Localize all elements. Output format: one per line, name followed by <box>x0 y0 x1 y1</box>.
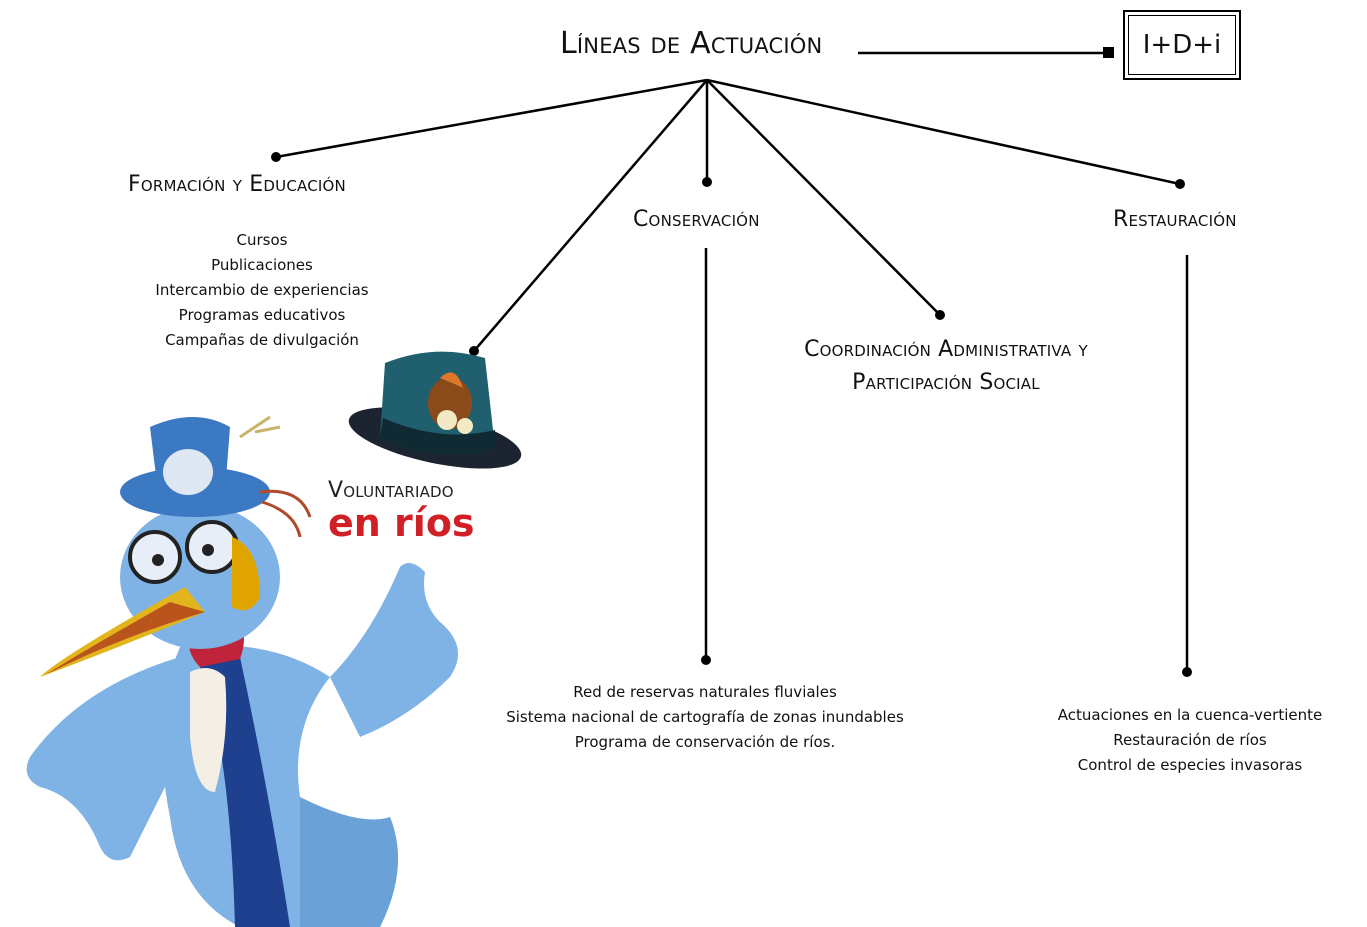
list-item: Programas educativos <box>178 306 346 324</box>
list-item: Cursos <box>236 231 288 249</box>
idi-label: I+D+i <box>1128 15 1236 75</box>
branch-restauracion-title: Restauración <box>1113 207 1237 232</box>
formacion-items: Cursos Publicaciones Intercambio de expe… <box>144 228 380 353</box>
list-item: Sistema nacional de cartografía de zonas… <box>506 708 904 726</box>
list-item: Campañas de divulgación <box>165 331 359 349</box>
list-item: Publicaciones <box>211 256 313 274</box>
list-item: Intercambio de experiencias <box>155 281 369 299</box>
logo-line1: Voluntariado <box>328 478 454 503</box>
list-item: Restauración de ríos <box>1113 731 1267 749</box>
branch-formacion-title: Formación y Educación <box>128 172 346 197</box>
list-item: Programa de conservación de ríos. <box>574 733 836 751</box>
idi-box: I+D+i <box>1123 10 1241 80</box>
branch-coordinacion-title: Coordinación Administrativa y Participac… <box>770 333 1122 399</box>
branch-conservacion-title: Conservación <box>633 207 760 232</box>
list-item: Actuaciones en la cuenca-vertiente <box>1057 706 1323 724</box>
list-item: Control de especies invasoras <box>1077 756 1303 774</box>
restauracion-items: Actuaciones en la cuenca-vertiente Resta… <box>1030 703 1350 778</box>
conservacion-items: Red de reservas naturales fluviales Sist… <box>470 680 940 755</box>
list-item: Red de reservas naturales fluviales <box>573 683 837 701</box>
coordinacion-title-line2: Participación Social <box>852 370 1040 395</box>
mascot-illustration <box>26 415 458 927</box>
logo-line2: en ríos <box>328 501 475 545</box>
diagram-title: Líneas de Actuación <box>560 26 823 61</box>
voluntariado-logo: Voluntariado en ríos <box>328 478 475 545</box>
hat-illustration <box>348 351 522 469</box>
coordinacion-title-line1: Coordinación Administrativa y <box>804 337 1088 362</box>
